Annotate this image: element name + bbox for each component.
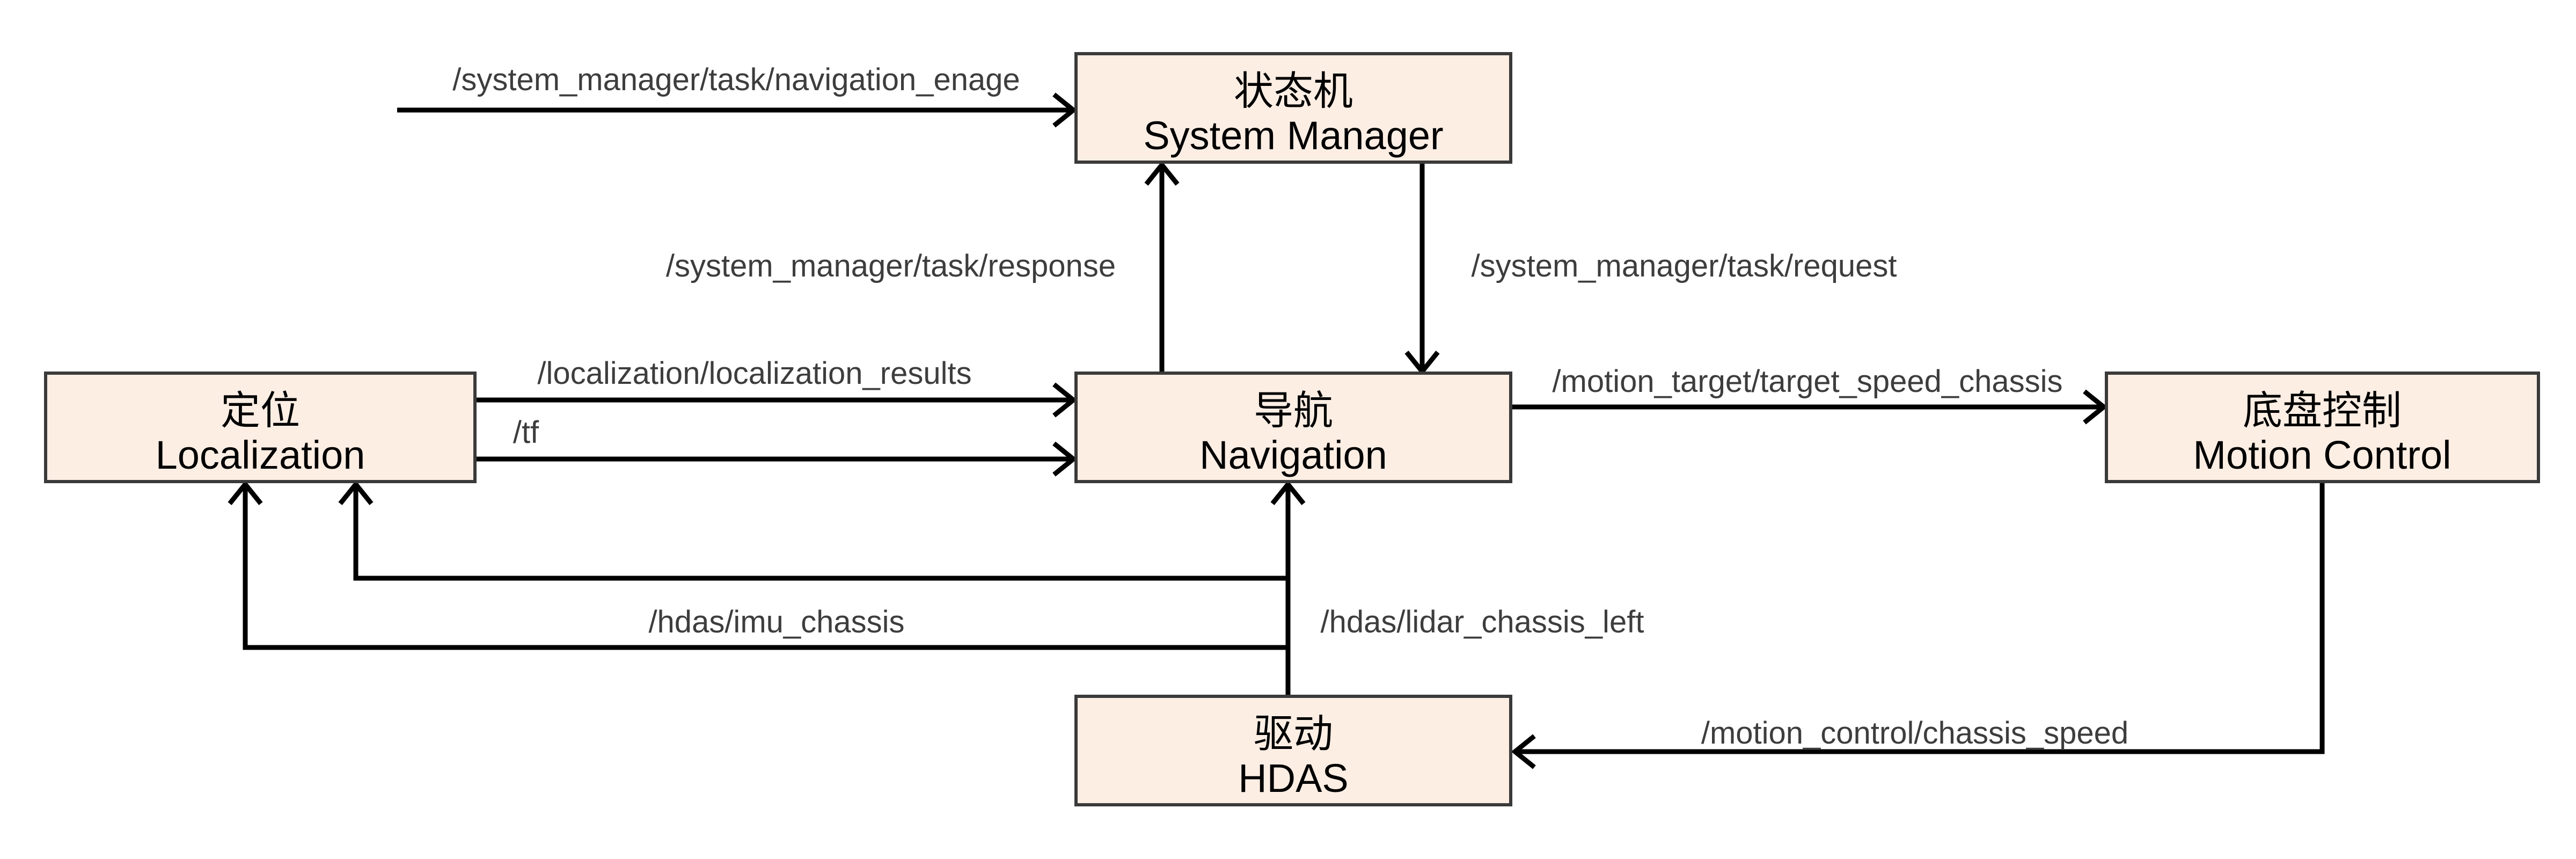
node-localization-title-zh: 定位 xyxy=(221,388,300,433)
topic-label-tf: /tf xyxy=(513,415,539,450)
topic-label-chassis-speed: /motion_control/chassis_speed xyxy=(1701,716,2128,751)
topic-label-task-request: /system_manager/task/request xyxy=(1471,249,1897,283)
node-hdas-title-en: HDAS xyxy=(1238,756,1349,800)
edge-lidar-branch-to-localization xyxy=(356,484,1288,581)
topic-label-imu-chassis: /hdas/imu_chassis xyxy=(648,605,904,639)
node-system-manager-title-zh: 状态机 xyxy=(1234,69,1353,113)
node-motion-control: 底盘控制 Motion Control xyxy=(2105,372,2540,483)
node-localization-title-en: Localization xyxy=(156,433,365,477)
node-motion-control-title-en: Motion Control xyxy=(2193,433,2451,477)
edge-chassis-speed-motion-control-to-hdas xyxy=(1515,482,2325,752)
edge-imu-branch-to-localization xyxy=(245,484,1288,650)
node-navigation-title-en: Navigation xyxy=(1199,433,1387,477)
topic-label-navigation-enage: /system_manager/task/navigation_enage xyxy=(452,62,1020,97)
node-hdas-box xyxy=(1074,695,1512,806)
node-navigation-box xyxy=(1074,372,1512,483)
node-navigation-title-zh: 导航 xyxy=(1254,388,1333,433)
topic-label-task-response: /system_manager/task/response xyxy=(666,249,1116,283)
node-motion-control-box xyxy=(2105,372,2540,483)
node-system-manager-box xyxy=(1074,52,1512,164)
node-system-manager-title-en: System Manager xyxy=(1143,113,1443,158)
node-system-manager: 状态机 System Manager xyxy=(1074,52,1512,164)
node-localization: 定位 Localization xyxy=(44,372,477,483)
topic-label-target-speed-chassis: /motion_target/target_speed_chassis xyxy=(1552,364,2062,399)
node-hdas: 驱动 HDAS xyxy=(1074,695,1512,806)
node-navigation: 导航 Navigation xyxy=(1074,372,1512,483)
node-localization-box xyxy=(44,372,477,483)
node-hdas-title-zh: 驱动 xyxy=(1254,711,1333,756)
topic-label-lidar-chassis-left: /hdas/lidar_chassis_left xyxy=(1321,605,1644,639)
node-motion-control-title-zh: 底盘控制 xyxy=(2243,388,2402,433)
topic-label-localization-results: /localization/localization_results xyxy=(537,356,971,391)
